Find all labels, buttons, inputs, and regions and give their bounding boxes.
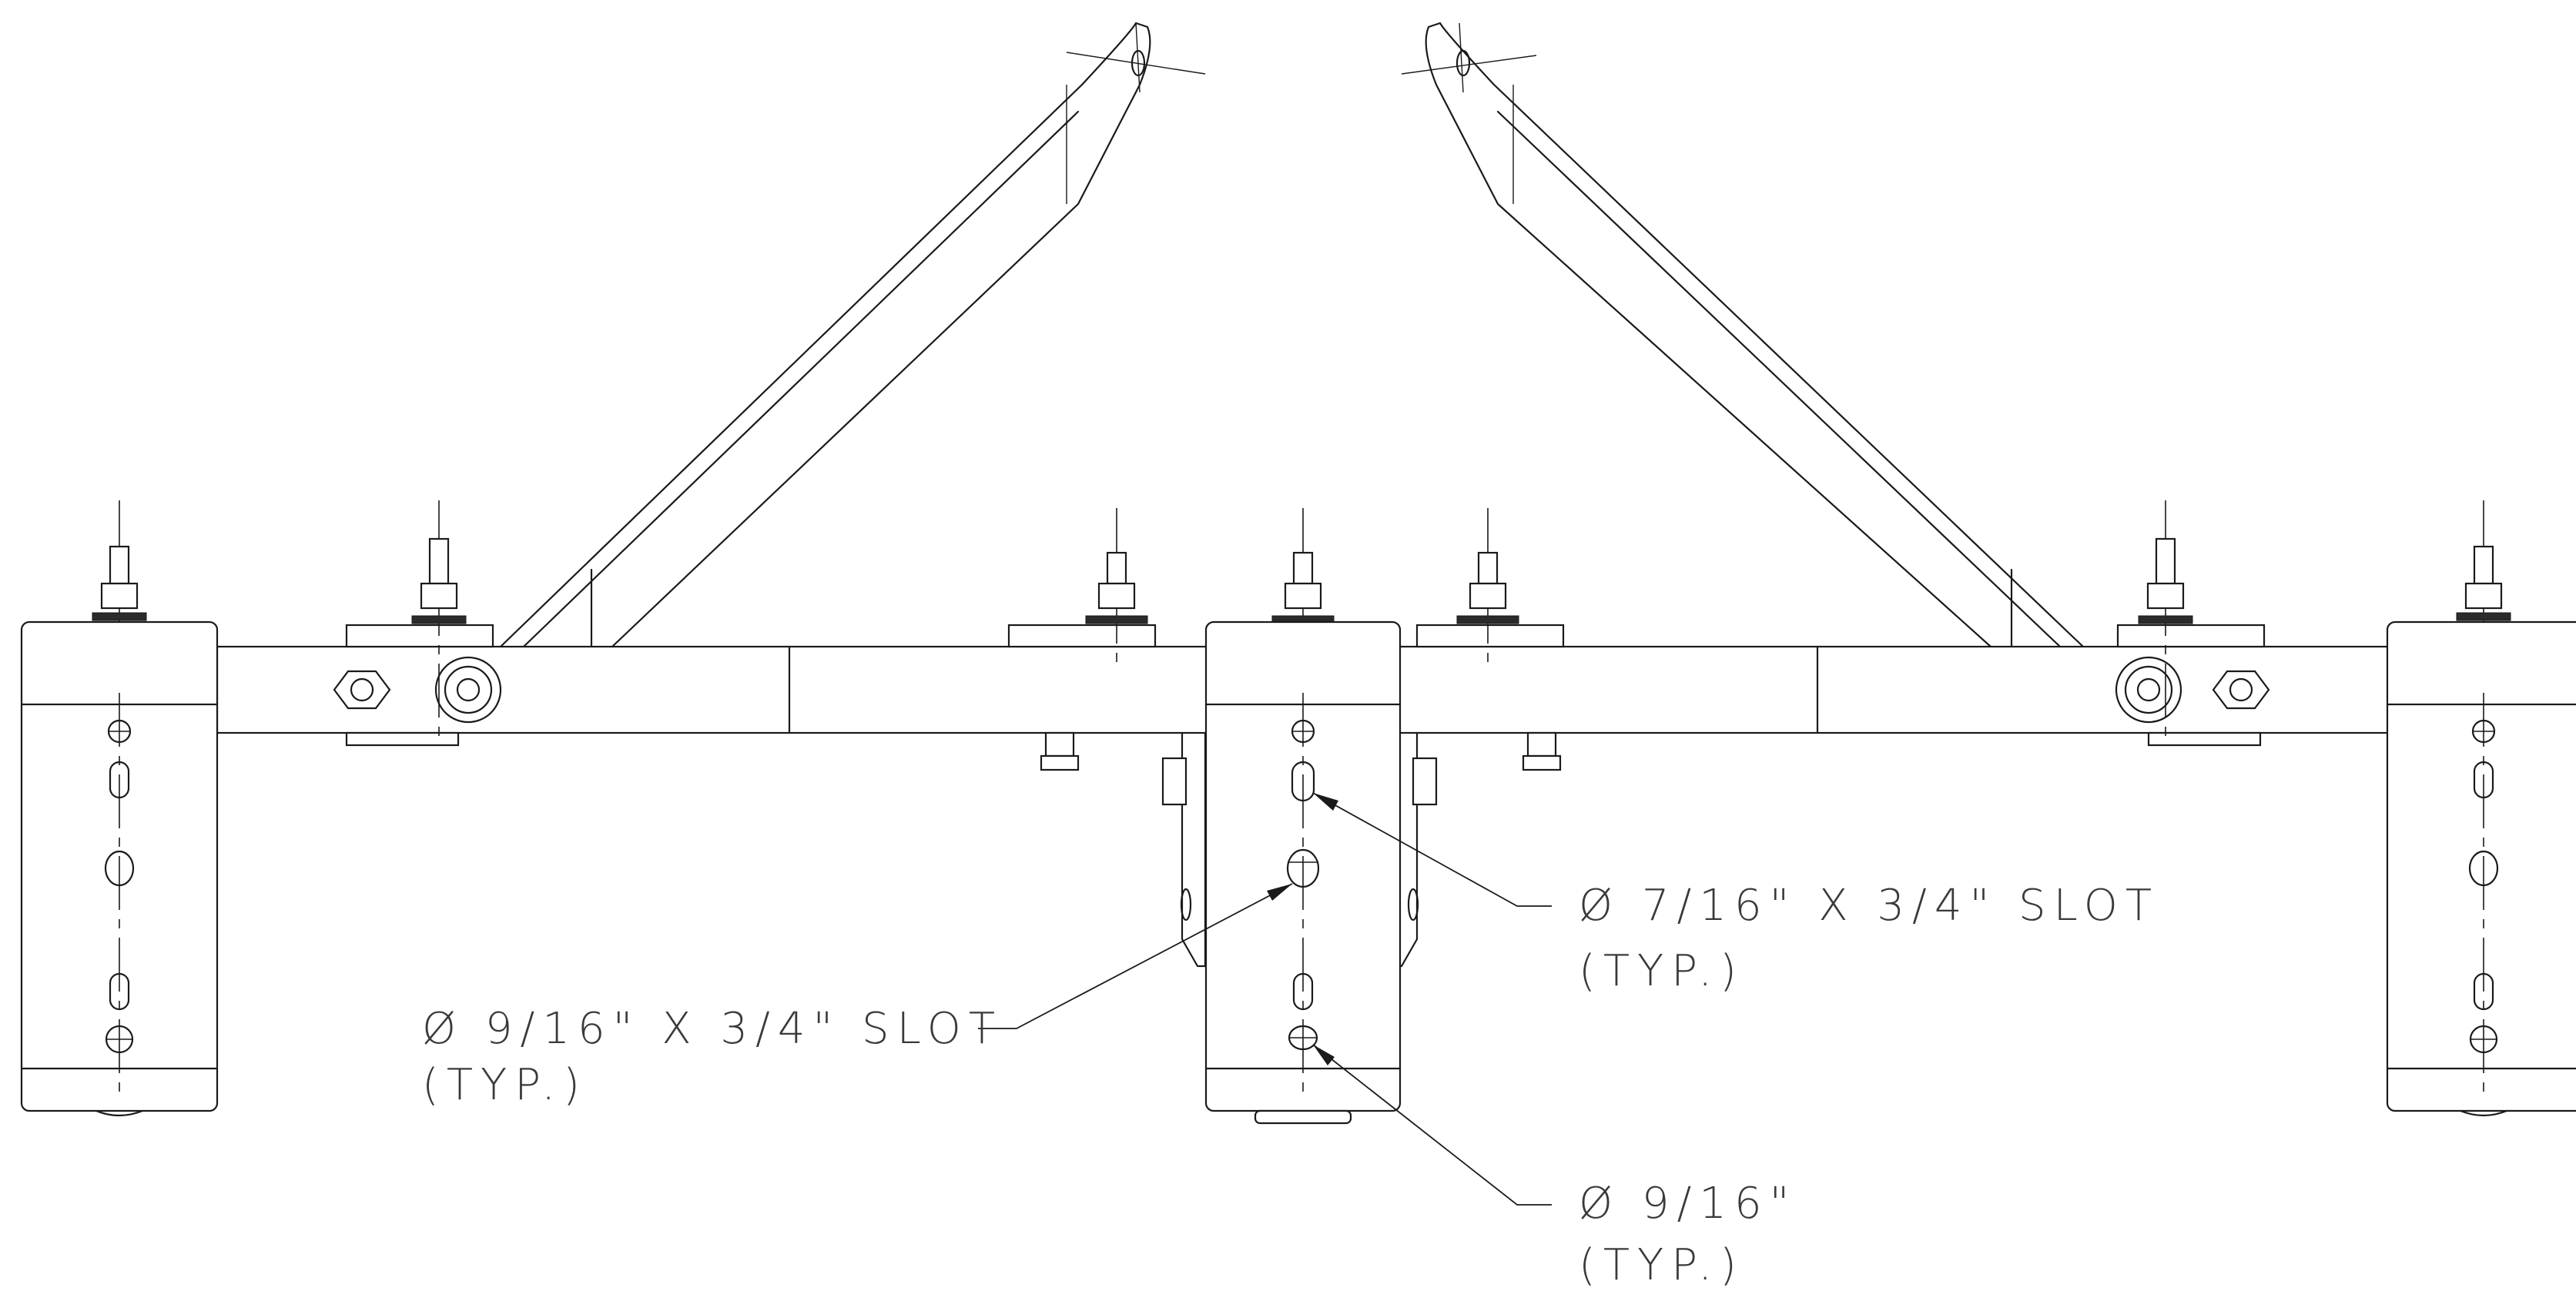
right-brace-arm	[1401, 22, 2085, 648]
stud-bolts	[92, 500, 2511, 1078]
leader-lines	[978, 792, 1552, 1206]
beam-plates	[345, 624, 2266, 747]
callout-9-16-slot: Ø 9/16" X 3/4" SLOT	[422, 1004, 1003, 1054]
right-block	[2386, 620, 2576, 1117]
callout-9-16-hole-typ: (TYP.)	[1579, 1240, 1744, 1290]
callout-9-16-slot-typ: (TYP.)	[422, 1060, 588, 1110]
callout-9-16-hole: Ø 9/16"	[1579, 1179, 1797, 1229]
bottom-nuts	[1040, 731, 1562, 771]
callout-labels: Ø 7/16" X 3/4" SLOT (TYP.) Ø 9/16" X 3/4…	[422, 881, 2159, 1290]
pivot-bolts	[333, 656, 2270, 724]
left-block	[20, 620, 219, 1117]
left-brace-arm	[499, 22, 1206, 648]
center-block	[1204, 620, 1402, 1125]
callout-7-16-slot: Ø 7/16" X 3/4" SLOT	[1579, 881, 2159, 931]
callout-7-16-slot-typ: (TYP.)	[1579, 946, 1744, 996]
